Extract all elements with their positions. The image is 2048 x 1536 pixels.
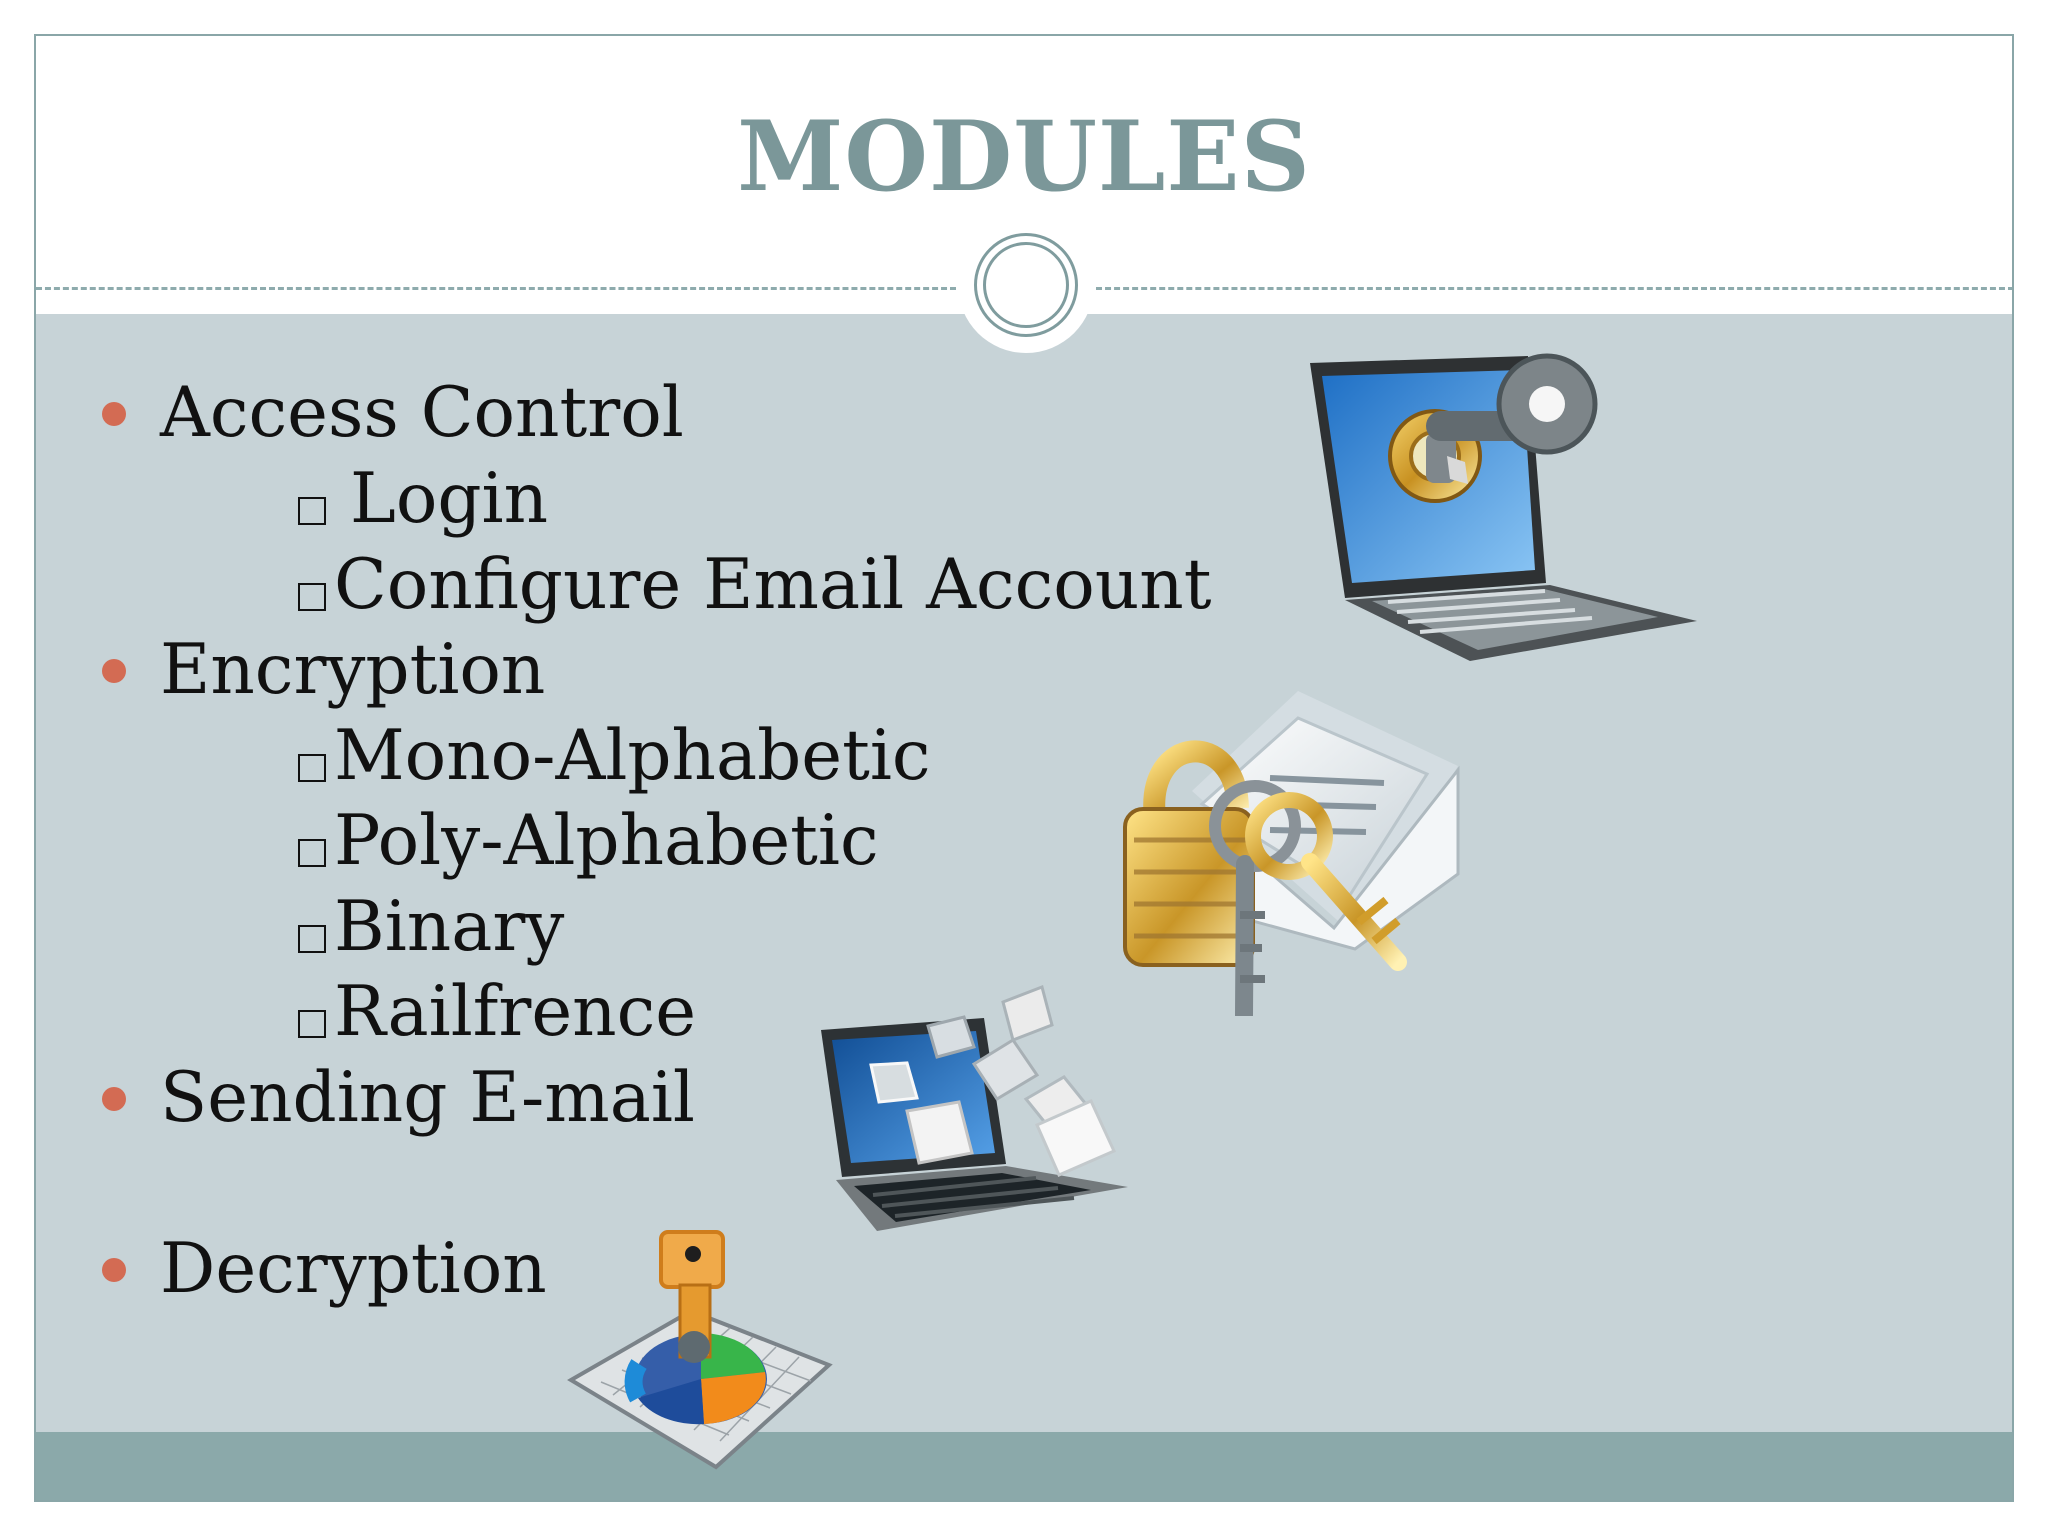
bullet-label: Access Control bbox=[160, 373, 684, 453]
sub-item-configure-email-account: Configure Email Account bbox=[298, 551, 1211, 620]
bullet-dot bbox=[102, 658, 126, 683]
sub-item-railfrence: Railfrence bbox=[298, 978, 696, 1047]
bullet-dot bbox=[102, 401, 126, 426]
ornament-inner-ring bbox=[983, 242, 1069, 328]
bullet-sending-email: Sending E-mail bbox=[102, 1064, 695, 1133]
sub-item-label: Mono-Alphabetic bbox=[334, 716, 931, 796]
checkbox-square-icon bbox=[298, 924, 326, 953]
checkbox-square-icon bbox=[298, 838, 326, 867]
bullet-encryption: Encryption bbox=[102, 636, 545, 705]
sub-item-label: Binary bbox=[334, 887, 565, 967]
mail-padlock-keys-icon bbox=[1123, 691, 1460, 1016]
bullet-dot bbox=[102, 1257, 126, 1282]
bullet-dot bbox=[102, 1086, 126, 1111]
sub-item-label: Railfrence bbox=[334, 972, 697, 1052]
bullet-access-control: Access Control bbox=[102, 379, 684, 448]
sub-item-login: Login bbox=[298, 465, 548, 534]
sub-item-binary: Binary bbox=[298, 893, 564, 962]
laptop-sending-email-icon bbox=[821, 984, 1128, 1231]
title-circle-ornament bbox=[958, 217, 1094, 353]
slide-content-area bbox=[36, 314, 2012, 1467]
bullet-decryption: Decryption bbox=[102, 1235, 547, 1304]
checkbox-square-icon bbox=[298, 753, 326, 782]
sub-item-mono-alphabetic: Mono-Alphabetic bbox=[298, 722, 931, 791]
sub-item-poly-alphabetic: Poly-Alphabetic bbox=[298, 807, 879, 876]
title-divider-left bbox=[36, 287, 956, 290]
slide-title: MODULES bbox=[737, 100, 1311, 213]
bullet-label: Encryption bbox=[160, 630, 546, 710]
title-divider-right bbox=[1096, 287, 2012, 290]
checkbox-square-icon bbox=[298, 496, 326, 525]
laptop-lock-key-icon bbox=[1310, 353, 1697, 661]
sub-item-label: Login bbox=[350, 459, 549, 539]
checkbox-square-icon bbox=[298, 582, 326, 611]
bullet-label: Sending E-mail bbox=[160, 1058, 695, 1138]
chart-key-icon bbox=[567, 1230, 833, 1470]
ornament-outer-ring bbox=[974, 233, 1078, 337]
bullet-label: Decryption bbox=[160, 1229, 547, 1309]
sub-item-label: Configure Email Account bbox=[334, 545, 1212, 625]
slide-footer-band bbox=[36, 1432, 2012, 1500]
checkbox-square-icon bbox=[298, 1009, 326, 1038]
sub-item-label: Poly-Alphabetic bbox=[334, 801, 879, 881]
slide: MODULES Access Control Login Configure E… bbox=[34, 34, 2014, 1502]
